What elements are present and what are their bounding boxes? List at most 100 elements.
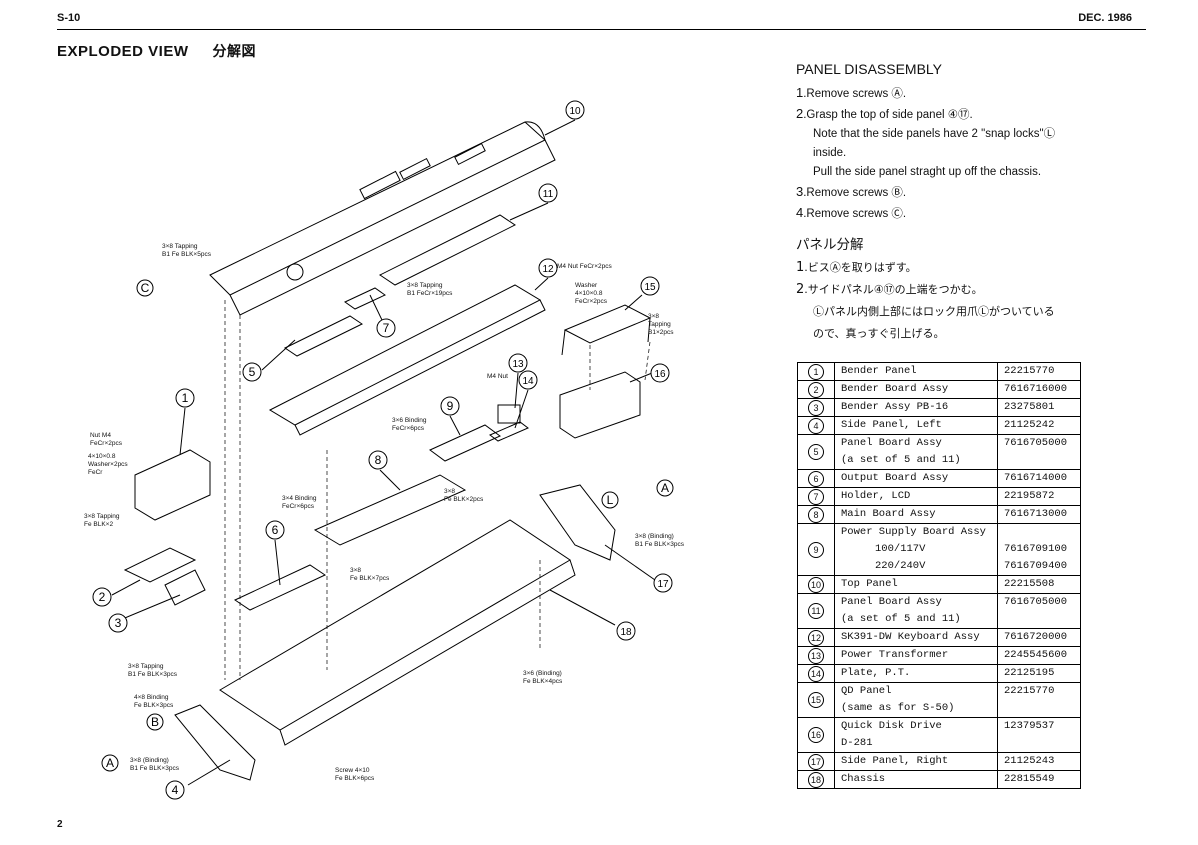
note-m4-nut: M4 Nut [487, 373, 508, 380]
step-number: 1 [796, 85, 804, 100]
step-text: .Remove screws Ⓐ. [803, 88, 907, 100]
part-code: 7616709100 [1004, 543, 1068, 555]
part-description: Side Panel, Left [841, 419, 942, 431]
callout-5: 5 [242, 362, 262, 382]
part-description: Bender Panel [841, 365, 917, 377]
part-callout-number: 18 [808, 771, 824, 788]
part-description: Bender Assy PB-16 [841, 401, 949, 413]
part-callout-number: 12 [808, 629, 824, 646]
part-description: (a set of 5 and 11) [841, 454, 961, 466]
svg-text:16: 16 [654, 369, 666, 380]
en-step-4: Pull the side panel straght up off the c… [796, 163, 1055, 182]
part-code-cell: 22815549 [997, 770, 1081, 789]
part-description-cell: Panel Board Assy(a set of 5 and 11) [834, 593, 998, 629]
step-number: 2 [796, 282, 805, 297]
part-description: Power Transformer [841, 649, 949, 661]
part-code: 22125195 [1004, 667, 1055, 679]
svg-text:10: 10 [569, 106, 581, 117]
part-code: 21125242 [1004, 419, 1055, 431]
svg-text:12: 12 [542, 264, 554, 275]
part-code: 2245545600 [1004, 649, 1068, 661]
panel-jp-title: パネル分解 [796, 237, 864, 253]
part-callout-number: 1 [808, 363, 824, 380]
part-code-cell: 7616716000 [997, 380, 1081, 399]
top-panel-shape [209, 121, 546, 296]
part-code [1004, 700, 1074, 717]
svg-text:1: 1 [182, 391, 189, 405]
part-callout-number: 10 [808, 576, 824, 593]
callout-9: 9 [440, 396, 460, 416]
en-step-6: 4.Remove screws Ⓒ. [796, 203, 1055, 224]
part-description: D-281 [841, 737, 873, 749]
note-p12-nut: M4 Nut FeCr×2pcs [557, 263, 612, 270]
part-code-cell: 7616720000 [997, 628, 1081, 647]
jp-step-1: 2.サイドパネル④⑰の上端をつかむ。 [796, 279, 1055, 301]
callout-letter-A: A [656, 479, 674, 497]
part-description: Panel Board Assy [841, 596, 942, 608]
panel-disassembly-steps: 1.Remove screws Ⓐ.2.Grasp the top of sid… [796, 83, 1055, 224]
part-code-cell: 7616705000 [997, 434, 1081, 470]
callout-8: 8 [368, 450, 388, 470]
part-number-cell: 13 [797, 646, 835, 665]
svg-text:7: 7 [383, 321, 390, 335]
callout-16: 16 [650, 363, 670, 383]
bender-assy-shape [164, 569, 206, 606]
panel-board-5-shape [284, 315, 363, 357]
part-number-cell: 6 [797, 469, 835, 488]
header-model: S-10 [57, 12, 81, 24]
part-code-cell: 22125195 [997, 664, 1081, 683]
part-code: 22215770 [1004, 685, 1055, 697]
part-description-cell: Side Panel, Left [834, 416, 998, 435]
step-number: 4 [796, 205, 804, 220]
callout-4: 4 [165, 780, 185, 800]
svg-text:8: 8 [375, 453, 382, 467]
callout-17: 17 [653, 573, 673, 593]
page-number: 2 [57, 819, 63, 830]
part-code: 7616716000 [1004, 383, 1068, 395]
en-step-5: 3.Remove screws Ⓑ. [796, 182, 1055, 203]
panel-jp-steps: 1.ビスⒶを取りはずす。2.サイドパネル④⑰の上端をつかむ。Ⓛパネル内側上部には… [796, 257, 1055, 345]
part-code-cell: 21125242 [997, 416, 1081, 435]
part-description-cell: Main Board Assy [834, 505, 998, 524]
step-text: .サイドパネル④⑰の上端をつかむ。 [804, 283, 983, 296]
transformer-shape [497, 404, 521, 424]
part-number-cell: 7 [797, 487, 835, 506]
part-code-cell: 2245545600 [997, 646, 1081, 665]
part-description-cell: Chassis [834, 770, 998, 789]
part-code-cell: 7616713000 [997, 505, 1081, 524]
part-code: 21125243 [1004, 755, 1055, 767]
part-number-cell: 5 [797, 434, 835, 470]
part-code-cell: 22215770 [997, 362, 1081, 381]
part-code [1004, 611, 1074, 628]
qd-panel-shape [563, 304, 652, 344]
callout-1: 1 [175, 388, 195, 408]
part-code [1004, 735, 1074, 752]
callout-15: 15 [640, 276, 660, 296]
part-number-cell: 10 [797, 575, 835, 594]
part-description-cell: Top Panel [834, 575, 998, 594]
part-description-cell: QD Panel(same as for S-50) [834, 682, 998, 718]
svg-text:5: 5 [249, 365, 256, 379]
header-date: DEC. 1986 [1078, 12, 1132, 24]
svg-text:6: 6 [272, 523, 279, 537]
part-description: Output Board Assy [841, 472, 949, 484]
svg-text:15: 15 [644, 282, 656, 293]
part-description: Holder, LCD [841, 490, 911, 502]
svg-text:A: A [661, 481, 669, 495]
part-description: Main Board Assy [841, 508, 936, 520]
part-description: Panel Board Assy [841, 437, 942, 449]
part-description: Bender Board Assy [841, 383, 949, 395]
en-step-2: Note that the side panels have 2 "snap l… [796, 125, 1055, 144]
